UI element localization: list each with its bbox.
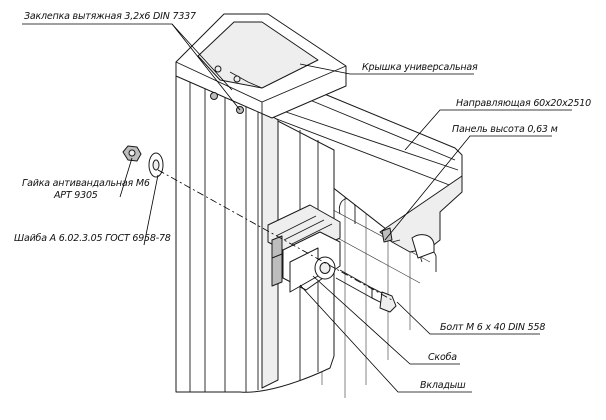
callout-bolt: Болт М 6 x 40 DIN 558 [440, 322, 545, 333]
callout-cap: Крышка универсальная [362, 62, 478, 73]
callout-insert: Вкладыш [420, 380, 466, 391]
callout-rivet: Заклепка вытяжная 3,2x6 DIN 7337 [24, 11, 196, 22]
bolt [314, 256, 397, 313]
universal-cap [175, 13, 347, 119]
nut-and-washer [122, 145, 164, 178]
callout-bracket: Скоба [428, 352, 457, 363]
callout-washer: Шайба А 6.02.3.05 ГОСТ 6958-78 [14, 233, 171, 244]
callout-nut-line2: АРТ 9305 [53, 190, 98, 201]
callout-nut-line1: Гайка антивандальная М6 [22, 178, 150, 189]
leader-lines [22, 23, 572, 393]
callout-rail: Направляющая 60x20x2510 [456, 98, 591, 109]
callout-panel: Панель высота 0,63 м [452, 124, 558, 135]
